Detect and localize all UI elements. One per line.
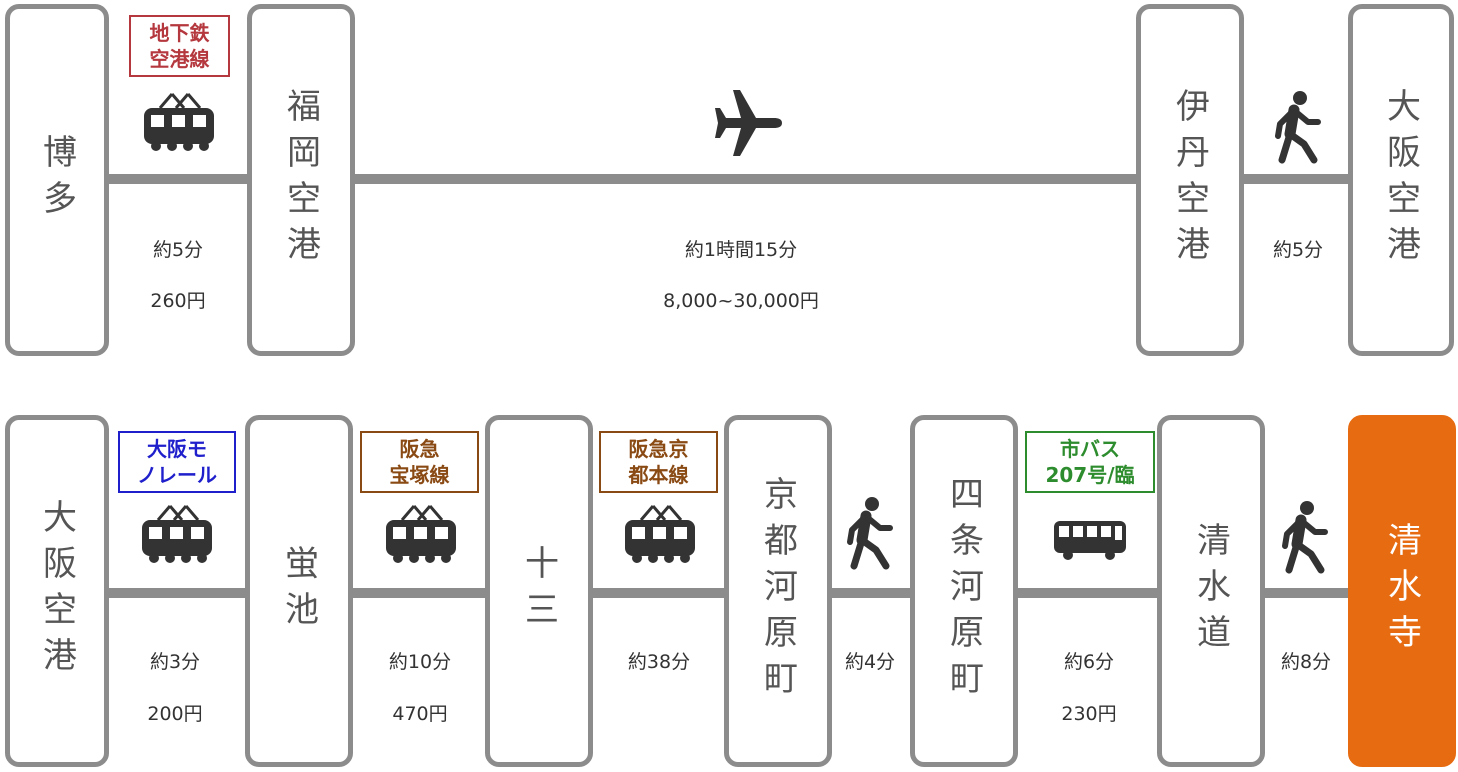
segment-fare: 260円 (150, 290, 206, 312)
segment-time: 約3分 (149, 651, 201, 673)
segment-time: 約4分 (844, 651, 896, 673)
segment-fare: 8,000~30,000円 (663, 290, 819, 312)
station-shijo-kawaramachi: 四条河原町 (910, 415, 1018, 767)
station-fukuoka-airport: 福岡空港 (247, 4, 355, 356)
segment-time: 約6分 (1063, 651, 1115, 673)
station-osaka-airport: 大阪空港 (5, 415, 109, 767)
station-osaka-airport: 大阪空港 (1348, 4, 1454, 356)
segment-time: 約5分 (152, 239, 204, 261)
station-name: 蛍池 (278, 545, 319, 637)
segment-time: 約8分 (1280, 651, 1332, 673)
station-itami-airport: 伊丹空港 (1136, 4, 1244, 356)
train-icon (386, 505, 456, 563)
train-icon (144, 93, 214, 151)
walk-icon (1282, 501, 1328, 574)
station-name: 四条河原町 (943, 476, 984, 706)
train-icon (142, 505, 212, 563)
station-name: 伊丹空港 (1169, 88, 1210, 272)
station-kiyomizumichi: 清水道 (1157, 415, 1265, 767)
station-hotarugaike: 蛍池 (245, 415, 353, 767)
bus-icon (1054, 521, 1126, 560)
walk-icon (1275, 91, 1321, 164)
walk-icon (847, 497, 893, 570)
station-name: 十三 (518, 545, 559, 637)
line-label-hankyu-kyoto: 阪急京都本線 (599, 431, 718, 493)
station-name: 清水寺 (1381, 522, 1422, 660)
line-label-subway: 地下鉄空港線 (129, 15, 230, 77)
station-juso: 十三 (485, 415, 593, 767)
segment-fare: 470円 (392, 703, 448, 725)
station-name: 博多 (36, 134, 77, 226)
station-name: 福岡空港 (280, 88, 321, 272)
line-label-monorail: 大阪モノレール (118, 431, 236, 493)
station-name: 大阪空港 (36, 499, 77, 683)
station-name: 清水道 (1190, 522, 1231, 660)
route-line (100, 174, 1360, 184)
segment-time: 約10分 (388, 651, 452, 673)
segment-time: 約1時間15分 (684, 239, 798, 261)
station-hakata: 博多 (5, 4, 109, 356)
airplane-icon (715, 90, 782, 156)
segment-fare: 200円 (147, 703, 203, 725)
segment-time: 約38分 (627, 651, 691, 673)
station-kyoto-kawaramachi: 京都河原町 (724, 415, 832, 767)
station-name: 大阪空港 (1380, 88, 1421, 272)
train-icon (625, 505, 695, 563)
segment-time: 約5分 (1272, 239, 1324, 261)
line-label-hankyu-takarazuka: 阪急宝塚線 (360, 431, 479, 493)
segment-fare: 230円 (1061, 703, 1117, 725)
station-name: 京都河原町 (757, 476, 798, 706)
station-kiyomizudera: 清水寺 (1348, 415, 1456, 767)
